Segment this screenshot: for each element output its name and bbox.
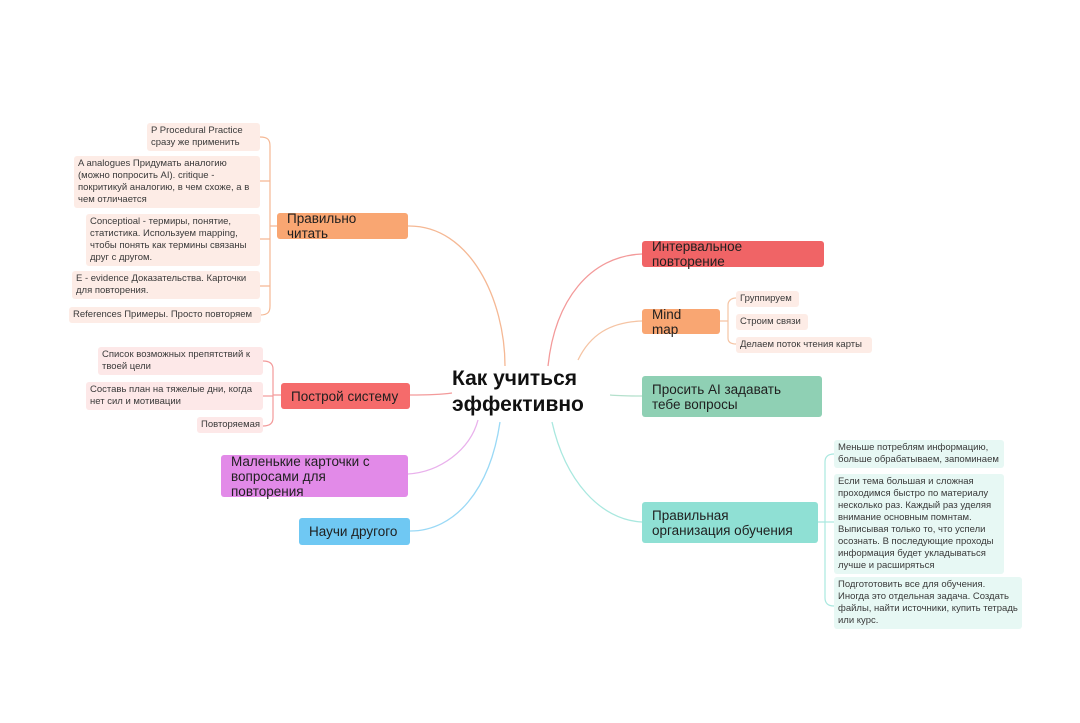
link-interval bbox=[547, 253, 643, 367]
leaf-mindmap-3[interactable]: Делаем поток чтения карты bbox=[736, 337, 872, 353]
bracket-mindmap bbox=[720, 297, 737, 345]
link-cards bbox=[407, 419, 479, 475]
leaf-read-1[interactable]: P Procedural Practice сразу же применить bbox=[147, 123, 260, 151]
leaf-read-2[interactable]: A analogues Придумать аналогию (можно по… bbox=[74, 156, 260, 208]
leaf-mindmap-1[interactable]: Группируем bbox=[736, 291, 799, 307]
leaf-system-3[interactable]: Повторяемая bbox=[197, 417, 263, 433]
branch-read[interactable]: Правильно читать bbox=[277, 211, 408, 241]
leaf-read-5[interactable]: References Примеры. Просто повторяем bbox=[69, 307, 261, 323]
link-teach bbox=[409, 421, 501, 532]
branch-interval[interactable]: Интервальное повторение bbox=[642, 239, 824, 269]
link-system bbox=[409, 392, 453, 396]
leaf-mindmap-2[interactable]: Строим связи bbox=[736, 314, 808, 330]
leaf-org-3[interactable]: Подгототовить все для обучения. Иногда э… bbox=[834, 577, 1022, 629]
branch-mindmap[interactable]: Mind map bbox=[642, 307, 720, 337]
link-org bbox=[551, 421, 643, 523]
leaf-org-2[interactable]: Если тема большая и сложная проходимся б… bbox=[834, 474, 1004, 574]
branch-ai[interactable]: Просить AI задавать тебе вопросы bbox=[642, 376, 822, 417]
leaf-system-2[interactable]: Составь план на тяжелые дни, когда нет с… bbox=[86, 382, 263, 410]
link-ai bbox=[609, 394, 643, 397]
link-mindmap bbox=[577, 320, 643, 361]
branch-system[interactable]: Построй систему bbox=[281, 383, 410, 409]
leaf-org-1[interactable]: Меньше потреблям информацию, больше обра… bbox=[834, 440, 1004, 468]
bracket-org bbox=[818, 453, 835, 607]
central-topic[interactable]: Как учиться эффективно bbox=[452, 367, 584, 416]
bracket-system bbox=[262, 360, 281, 427]
link-read bbox=[407, 225, 506, 367]
leaf-read-3[interactable]: Conceptioal - термиры, понятие, статисти… bbox=[86, 214, 260, 266]
leaf-read-4[interactable]: E - evidence Доказательства. Карточки дл… bbox=[72, 271, 260, 299]
leaf-system-1[interactable]: Список возможных препятствий к твоей цел… bbox=[98, 347, 263, 375]
bracket-read bbox=[259, 136, 277, 316]
branch-teach[interactable]: Научи другого bbox=[299, 518, 410, 545]
branch-cards[interactable]: Маленькие карточки с вопросами для повто… bbox=[221, 454, 408, 499]
branch-org[interactable]: Правильная организация обучения bbox=[642, 502, 818, 543]
